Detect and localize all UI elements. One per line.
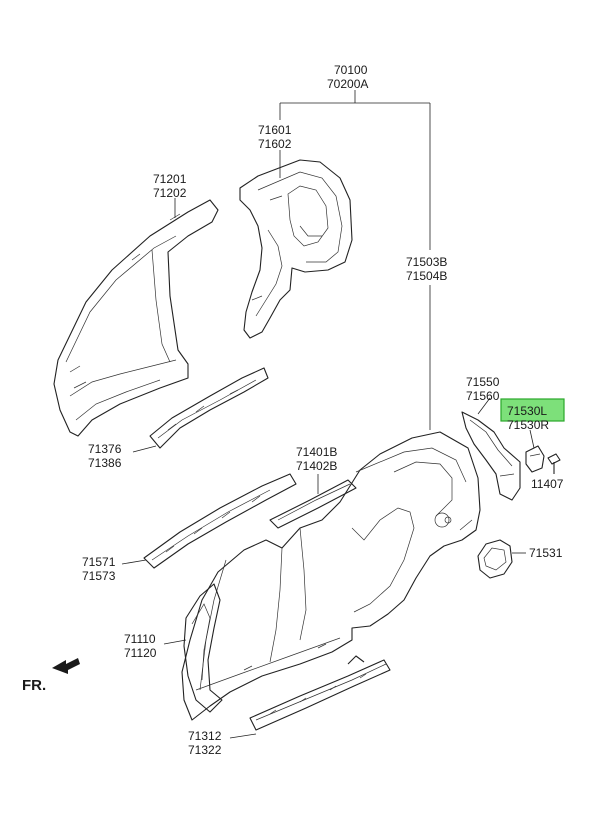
label-71503b[interactable]: 71503B [406, 255, 447, 269]
label-71386[interactable]: 71386 [88, 456, 122, 470]
rear-pillar-bracket [461, 397, 521, 501]
label-71401b[interactable]: 71401B [296, 445, 337, 459]
front-direction-indicator: FR. [22, 658, 80, 694]
part-labels: 70100 70200A 71601 71602 71201 71202 715… [82, 63, 564, 757]
label-71504b[interactable]: 71504B [406, 269, 447, 283]
label-71376[interactable]: 71376 [88, 442, 122, 456]
side-sill-panel [229, 655, 391, 739]
roof-side-rail [132, 367, 269, 453]
label-71530r[interactable]: 71530R [507, 418, 549, 432]
top-assembly-bracket [279, 90, 431, 430]
label-71312[interactable]: 71312 [188, 729, 222, 743]
label-11407[interactable]: 11407 [531, 477, 564, 491]
label-71530l[interactable]: 71530L [507, 404, 547, 418]
label-71120[interactable]: 71120 [124, 646, 157, 660]
label-71110[interactable]: 71110 [124, 632, 156, 646]
quarter-inner-panel [239, 150, 353, 339]
label-70100[interactable]: 70100 [334, 63, 368, 77]
front-arrow-icon [52, 658, 80, 674]
label-71560[interactable]: 71560 [466, 389, 500, 403]
front-label: FR. [22, 677, 46, 694]
label-71402b[interactable]: 71402B [296, 459, 337, 473]
highlight-box-71530l[interactable] [500, 398, 565, 422]
label-70200a[interactable]: 70200A [327, 77, 368, 91]
front-pillar-lower [163, 583, 223, 713]
label-71573[interactable]: 71573 [82, 569, 116, 583]
side-frame-upper [53, 198, 219, 437]
label-71550[interactable]: 71550 [466, 375, 500, 389]
roof-rail-outer [269, 474, 357, 529]
side-sill-reinforcement [121, 473, 297, 569]
small-bracket-71530 [525, 429, 545, 473]
label-71322[interactable]: 71322 [188, 743, 222, 757]
side-outer-panel [181, 431, 481, 721]
label-71602[interactable]: 71602 [258, 137, 292, 151]
label-71202[interactable]: 71202 [153, 186, 187, 200]
label-71571[interactable]: 71571 [82, 555, 116, 569]
fuel-filler-housing [477, 539, 526, 579]
label-71601[interactable]: 71601 [258, 123, 292, 137]
bolt-11407 [547, 453, 561, 474]
label-71201[interactable]: 71201 [153, 172, 187, 186]
label-71531[interactable]: 71531 [529, 546, 563, 560]
